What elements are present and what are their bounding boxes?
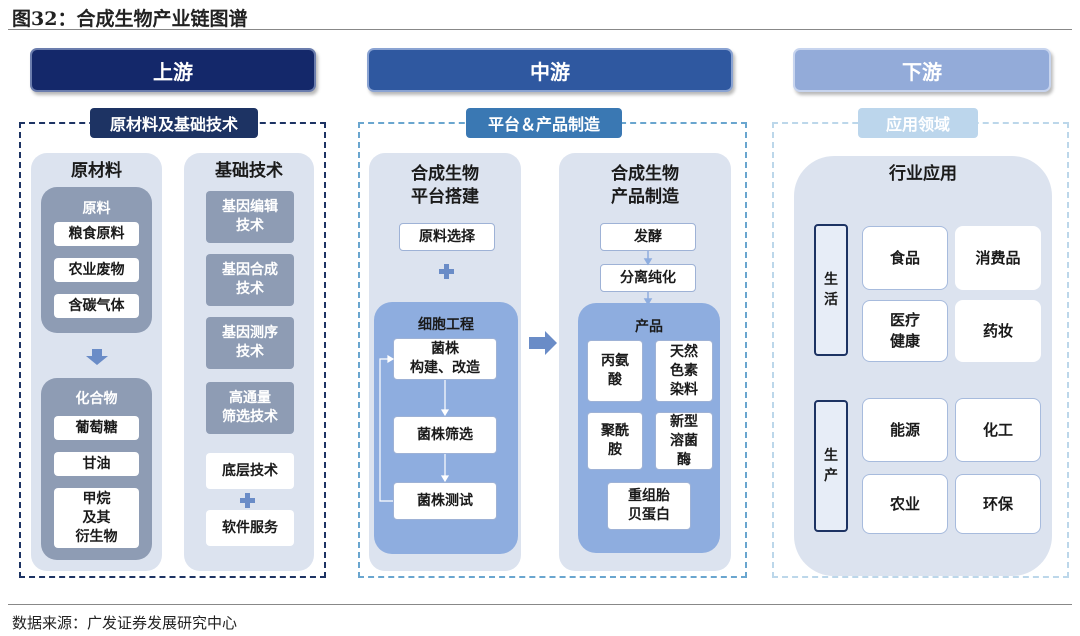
tech-item: 基因编辑 技术 (206, 191, 294, 243)
upstream-tag: 原材料及基础技术 (90, 108, 258, 138)
stage-upstream: 上游 (30, 48, 316, 92)
product-item: 丙氨 酸 (587, 340, 643, 402)
tech-item-bottom: 软件服务 (206, 510, 294, 546)
tech-item-bottom: 底层技术 (206, 453, 294, 489)
tech-item: 基因测序 技术 (206, 317, 294, 369)
cell-engineering-label: 细胞工程 (418, 317, 474, 333)
product-item: 新型 溶菌 酶 (655, 412, 713, 470)
stage-downstream: 下游 (793, 48, 1051, 92)
downstream-tag: 应用领域 (858, 108, 978, 138)
compound-item: 甲烷 及其 衍生物 (54, 488, 139, 548)
product-label: 合成生物 产品制造 (611, 164, 679, 207)
stage-midstream: 中游 (367, 48, 733, 92)
figure-source: 数据来源：广发证券发展研究中心 (12, 614, 238, 632)
cell-step: 菌株筛选 (393, 416, 497, 454)
right-arrow-icon (529, 331, 557, 355)
raw-materials-label: 原材料 (71, 161, 122, 181)
compound-item: 甘油 (54, 452, 139, 476)
product-item: 天然 色素 染料 (655, 340, 713, 402)
life-label: 生 活 (814, 224, 848, 356)
product-item: 重组胎 贝蛋白 (607, 482, 691, 530)
industry-item: 化工 (955, 398, 1041, 462)
industry-item: 医疗 健康 (862, 300, 948, 362)
tech-item: 高通量 筛选技术 (206, 382, 294, 434)
arrow-down-icon (643, 251, 653, 306)
plus-icon (240, 493, 255, 508)
platform-label: 合成生物 平台搭建 (411, 164, 479, 207)
production-label: 生 产 (814, 400, 848, 532)
raw-select-box: 原料选择 (399, 223, 495, 251)
products-label: 产品 (635, 319, 663, 335)
compound-group-label: 化合物 (75, 391, 118, 407)
industry-item: 药妆 (955, 300, 1041, 362)
industry-item: 食品 (862, 226, 948, 290)
separation-box: 分离纯化 (600, 264, 696, 292)
industry-item: 环保 (955, 474, 1041, 534)
feedback-loop-icon (379, 354, 395, 502)
raw-item: 粮食原料 (54, 222, 139, 246)
raw-item: 农业废物 (54, 258, 139, 282)
bottom-rule (8, 604, 1072, 605)
raw-item: 含碳气体 (54, 294, 139, 318)
ferment-box: 发酵 (600, 223, 696, 251)
industry-item: 消费品 (955, 226, 1041, 290)
basic-tech-label: 基础技术 (215, 161, 283, 181)
industry-item: 农业 (862, 474, 948, 534)
step-arrow-icon (440, 380, 450, 483)
midstream-tag: 平台＆产品制造 (466, 108, 622, 138)
industry-label: 行业应用 (889, 164, 957, 184)
compound-item: 葡萄糖 (54, 416, 139, 440)
tech-item: 基因合成 技术 (206, 254, 294, 306)
figure-title: 图32：合成生物产业链图谱 (12, 8, 248, 30)
industry-item: 能源 (862, 398, 948, 462)
plus-icon (439, 264, 454, 279)
cell-step: 菌株测试 (393, 482, 497, 520)
cell-step: 菌株 构建、改造 (393, 338, 497, 380)
raw-group-label: 原料 (82, 201, 111, 217)
product-item: 聚酰 胺 (587, 412, 643, 470)
down-arrow-icon (86, 349, 108, 365)
top-rule (8, 29, 1072, 30)
